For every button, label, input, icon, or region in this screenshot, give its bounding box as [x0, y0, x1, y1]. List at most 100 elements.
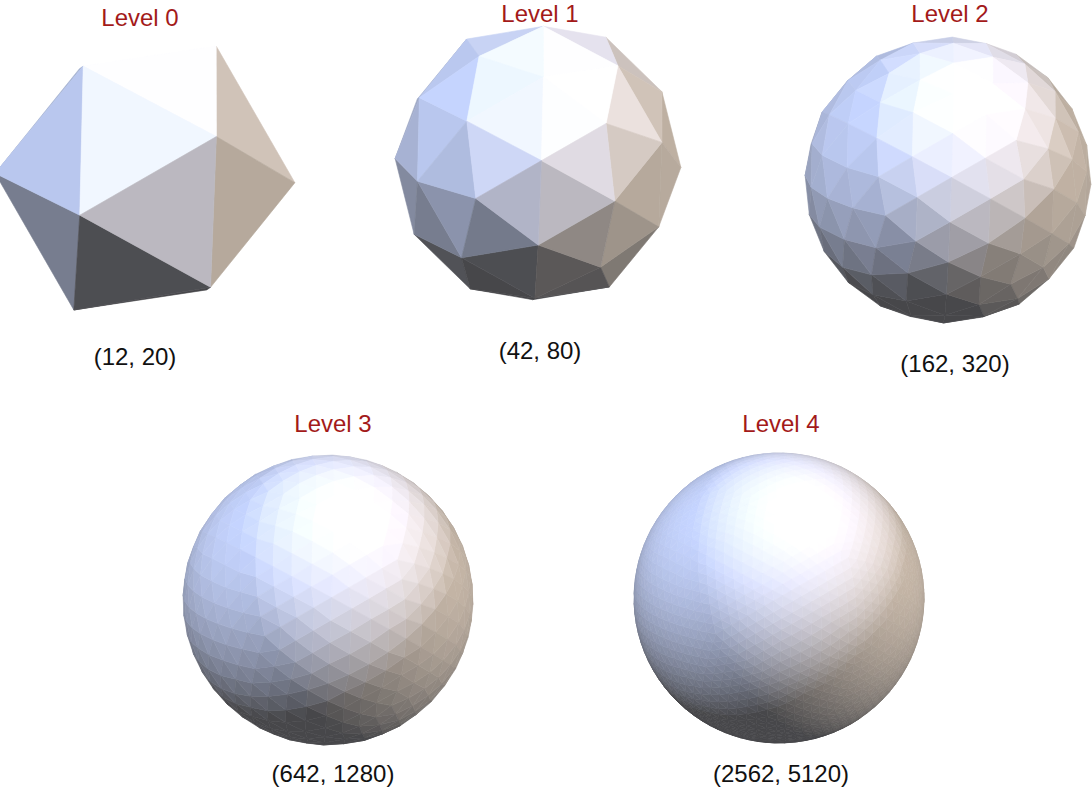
sphere-face	[815, 473, 825, 479]
sphere-face	[226, 572, 241, 592]
sphere-face	[265, 627, 281, 649]
sphere-face	[757, 733, 767, 736]
sphere-face	[201, 558, 213, 581]
sphere-face	[784, 454, 793, 456]
sphere-face	[288, 731, 308, 738]
sphere-face	[421, 604, 435, 624]
sphere-face	[917, 178, 951, 222]
sphere-face	[785, 740, 795, 742]
sphere-face	[421, 624, 436, 647]
sphere-face	[648, 573, 652, 584]
sphere-face	[314, 598, 331, 621]
sphere-face	[606, 123, 662, 201]
sphere-face	[758, 737, 767, 739]
sphere-face	[773, 453, 783, 454]
sphere-face	[331, 598, 352, 621]
sphere-face	[1020, 218, 1051, 254]
sphere-face	[354, 467, 374, 477]
sphere-face	[297, 608, 314, 631]
sphere-face	[822, 124, 848, 168]
sphere-face	[392, 487, 409, 501]
sphere-face	[641, 578, 644, 589]
sphere-face	[267, 711, 285, 723]
sphere-face	[909, 610, 913, 621]
sphere-face	[815, 469, 825, 474]
sphere-face	[373, 475, 392, 487]
sphere-face	[753, 454, 763, 456]
sphere-face	[214, 587, 227, 608]
sphere-face	[324, 743, 345, 744]
sphere-face	[834, 479, 843, 485]
sphere-face	[433, 589, 446, 610]
sphere-face	[644, 570, 648, 581]
sphere-face	[993, 57, 1028, 84]
sphere-face	[404, 599, 420, 619]
sphere-face	[370, 619, 389, 642]
sphere-face	[757, 741, 766, 742]
sphere-face	[342, 733, 362, 739]
sphere-face	[241, 577, 258, 597]
sphere-face	[766, 739, 775, 741]
sphere-face	[294, 587, 314, 608]
sphere-face	[435, 609, 448, 632]
sphere-face	[737, 721, 747, 726]
icosphere-level-0	[0, 46, 295, 310]
sphere-face	[267, 710, 286, 723]
sphere-face	[783, 453, 792, 455]
sphere-face	[373, 487, 392, 502]
sphere-face	[748, 733, 758, 736]
sphere-face	[288, 731, 308, 738]
sphere-face	[952, 37, 986, 43]
sphere-face	[277, 597, 297, 618]
sphere-face	[281, 617, 298, 640]
sphere-face	[404, 639, 420, 658]
sphere-face	[785, 742, 795, 744]
sphere-face	[392, 487, 409, 501]
sphere-face	[268, 694, 287, 710]
sphere-face	[388, 609, 406, 629]
sphere-face	[748, 733, 758, 736]
sphere-face	[738, 725, 748, 729]
sphere-face	[766, 742, 775, 744]
sphere-face	[417, 121, 475, 198]
sphere-face	[879, 157, 918, 197]
sphere-face	[212, 565, 226, 588]
sphere-face	[738, 725, 748, 729]
sphere-face	[373, 475, 392, 487]
sphere-face	[211, 137, 295, 288]
sphere-face	[406, 619, 422, 638]
sphere-face	[369, 598, 389, 619]
sphere-face	[950, 178, 990, 222]
sphere-face	[250, 696, 268, 711]
sphere-face	[793, 456, 802, 458]
sphere-face	[911, 315, 945, 323]
sphere-face	[747, 730, 757, 734]
sphere-face	[386, 588, 405, 609]
sphere-face	[913, 37, 953, 43]
sphere-face	[774, 454, 784, 456]
sphere-face	[390, 501, 408, 515]
sphere-face	[476, 161, 542, 245]
sphere-face	[252, 682, 271, 696]
sphere-face	[541, 123, 614, 201]
sphere-face	[815, 469, 825, 474]
sphere-face	[351, 608, 371, 631]
sphere-face	[258, 586, 277, 607]
sphere-face	[80, 137, 217, 288]
sphere-face	[747, 729, 757, 733]
sphere-face	[250, 696, 267, 711]
icosphere-level-1	[395, 26, 681, 299]
sphere-face	[766, 742, 775, 744]
icosphere-level-2	[805, 37, 1091, 323]
sphere-face	[1052, 189, 1077, 233]
icosphere-level-3	[183, 455, 473, 745]
sphere-face	[872, 273, 908, 301]
sphere-face	[458, 601, 465, 623]
sphere-face	[824, 473, 833, 478]
sphere-face	[193, 575, 201, 597]
sphere-face	[746, 725, 756, 729]
sphere-face	[916, 605, 919, 616]
sphere-face	[659, 142, 681, 226]
icosphere-level-4	[634, 453, 924, 743]
